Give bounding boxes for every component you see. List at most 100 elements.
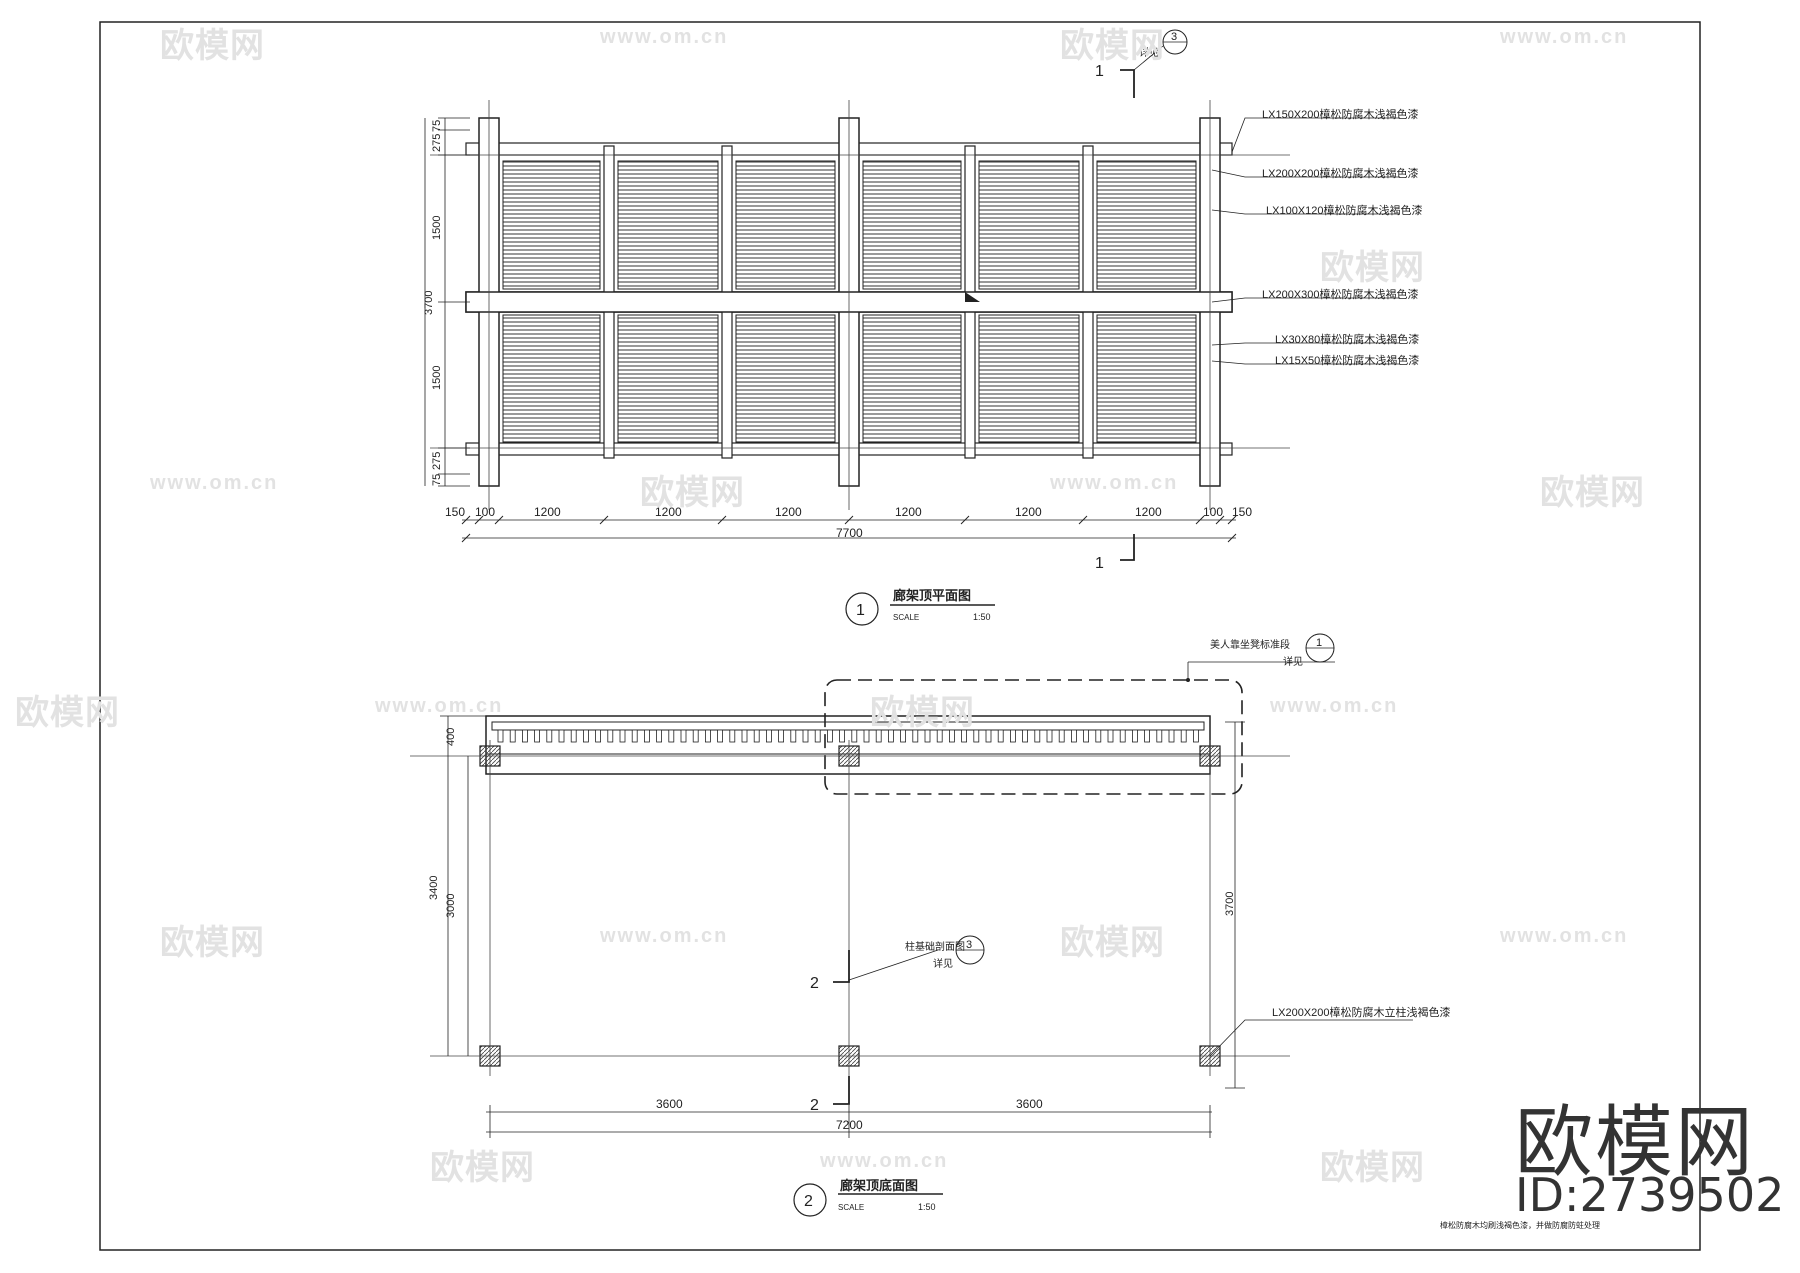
slat [900,729,906,743]
slat [729,729,736,743]
hatched-panel [978,314,1080,443]
plan-callout-label: 详见 [1139,46,1159,59]
dim-b-9: 100 [1203,505,1223,519]
plan-label-3: LX100X120樟松防腐木浅褐色漆 [1266,203,1423,217]
elev-callout-top-sub: 详见 [1283,655,1303,668]
hatched-panel [502,314,601,443]
dim-b-6: 1200 [895,505,922,519]
elev-callout-mid-label: 柱基础剖面图 [905,940,965,953]
elev-callout-top-num: 1 [1316,637,1322,649]
elev-dim-total: 7200 [836,1118,863,1132]
slat [814,729,821,743]
slat [668,729,675,743]
dim-l-total: 3700 [423,291,435,315]
dim-b-2: 100 [475,505,495,519]
slat [753,729,760,743]
hatched-panel [862,160,962,290]
elev-dim-b-2: 3600 [1016,1097,1043,1111]
general-note: 樟松防腐木均刷浅褐色漆，并做防腐防蛀处理 [1440,1220,1600,1230]
brand-logo: 欧模网 [1515,1098,1756,1188]
slat [1180,729,1187,743]
slat [827,729,833,743]
dim-b-5: 1200 [775,505,802,519]
dim-l-1: 75 [431,120,443,132]
slat [778,729,784,743]
slat [949,729,955,743]
plan-section-mark-top: 1 [1095,63,1104,80]
elev-scale-label: SCALE [838,1203,864,1212]
hatched-panel [1096,160,1197,290]
slat [863,729,870,743]
hatched-panel [735,314,836,443]
slat [766,729,772,743]
dim-b-1: 150 [445,505,465,519]
slat [1022,729,1028,743]
elev-section-mark-bottom: 2 [810,1097,819,1114]
plan-scale-label: SCALE [893,613,919,622]
elevation-view [410,633,1413,1138]
elev-dim-l-1: 400 [445,728,457,746]
slat [1144,729,1150,743]
plan-label-5: LX30X80樟松防腐木浅褐色漆 [1275,332,1419,346]
slat [790,729,797,743]
slat [1046,729,1053,743]
slat [717,729,723,743]
slat [888,729,894,743]
sheet-border [99,21,1701,1251]
hatched-panel [978,160,1080,290]
dim-total: 7700 [836,526,863,540]
slat [497,729,504,743]
slat [595,729,601,743]
elev-dim-l-2: 3000 [445,894,457,918]
elev-post-label: LX200X200樟松防腐木立柱浅褐色漆 [1272,1005,1451,1019]
slat [1156,729,1163,743]
slat [741,729,748,743]
elev-dim-r: 3700 [1224,892,1236,916]
elev-callout-mid-sub: 详见 [933,957,953,970]
slat [705,729,711,743]
elev-title-num: 2 [804,1193,813,1210]
dim-b-7: 1200 [1015,505,1042,519]
plan-label-2: LX200X200樟松防腐木浅褐色漆 [1262,166,1419,180]
hatched-panel [862,314,962,443]
slat [619,729,626,743]
slat [985,729,992,743]
plan-label-6: LX15X50樟松防腐木浅褐色漆 [1275,353,1419,367]
elev-scale: 1:50 [918,1202,936,1212]
dim-b-4: 1200 [655,505,682,519]
slat [924,729,931,743]
plan-panels [502,160,1197,443]
plan-scale: 1:50 [973,612,991,622]
elev-dim-b-1: 3600 [656,1097,683,1111]
dim-l-2: 275 [431,134,443,152]
dim-l-4: 1500 [431,366,443,390]
hatched-panel [1096,314,1197,443]
slat [851,729,858,743]
dim-b-8: 1200 [1135,505,1162,519]
elev-callout-top-label: 美人靠坐凳标准段 [1210,638,1290,651]
dim-l-5: 275 [431,452,443,470]
slat [875,729,882,743]
plan-view [424,100,1400,543]
slat [631,729,638,743]
slat [973,729,980,743]
slat [1083,729,1089,743]
dim-l-6: 75 [431,474,443,486]
slat [1107,729,1114,743]
slat [522,729,528,743]
slat [961,729,967,743]
plan-label-1: LX150X200樟松防腐木浅褐色漆 [1262,107,1419,121]
hatched-panel [617,160,719,290]
elev-section-mark-top: 2 [810,975,819,992]
plan-title-num: 1 [856,602,865,619]
hatched-panel [502,160,601,290]
detail-boundary [824,679,1243,795]
slat [570,729,577,743]
plan-section-mark-bottom: 1 [1095,555,1104,572]
slat [692,729,699,743]
slat [1071,729,1077,743]
slat [936,729,943,743]
plan-title: 廊架顶平面图 [893,588,971,603]
plan-label-4: LX200X300樟松防腐木浅褐色漆 [1262,287,1419,301]
